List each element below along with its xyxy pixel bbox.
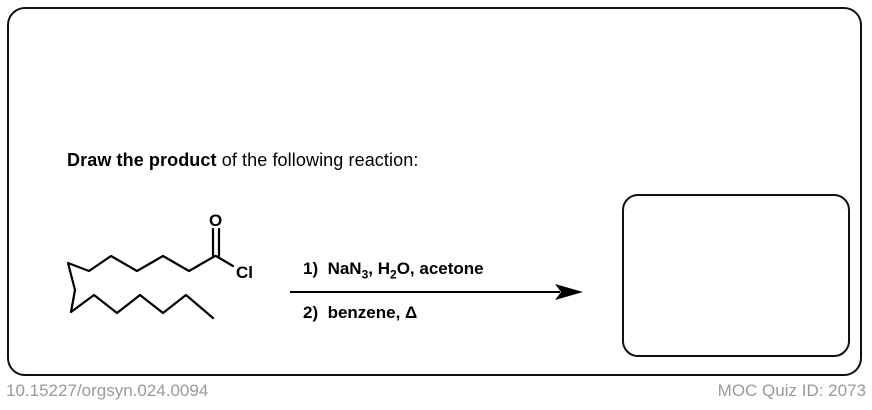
- reagent-water-acetone: O, acetone: [396, 259, 484, 278]
- azide-subscript: 3: [361, 267, 369, 282]
- condition-step-2: 2) benzene, Δ: [303, 303, 417, 323]
- reagent-water-part: , H: [368, 259, 391, 278]
- step-2-number: 2): [303, 303, 319, 322]
- prompt-text: of the following reaction:: [216, 150, 419, 170]
- water-subscript: 2: [390, 267, 397, 282]
- product-drawing-box[interactable]: [622, 194, 850, 357]
- chlorine-atom: Cl: [236, 263, 253, 282]
- question-prompt: Draw the product of the following reacti…: [67, 150, 418, 171]
- doi-reference: 10.15227/orgsyn.024.0094: [6, 381, 209, 400]
- carbon-chain: [66, 254, 217, 320]
- prompt-emphasis: Draw the product: [67, 150, 217, 170]
- c-cl-bond: [214, 254, 235, 268]
- oxygen-atom: O: [209, 211, 222, 230]
- quiz-id: MOC Quiz ID: 2073: [717, 381, 866, 400]
- condition-step-1: 1) NaN3, H2O, acetone: [303, 259, 484, 281]
- step-1-number: 1): [303, 259, 319, 278]
- reagent-benzene-heat: benzene, Δ: [327, 303, 418, 322]
- reagent-sodium-azide: NaN: [327, 259, 362, 278]
